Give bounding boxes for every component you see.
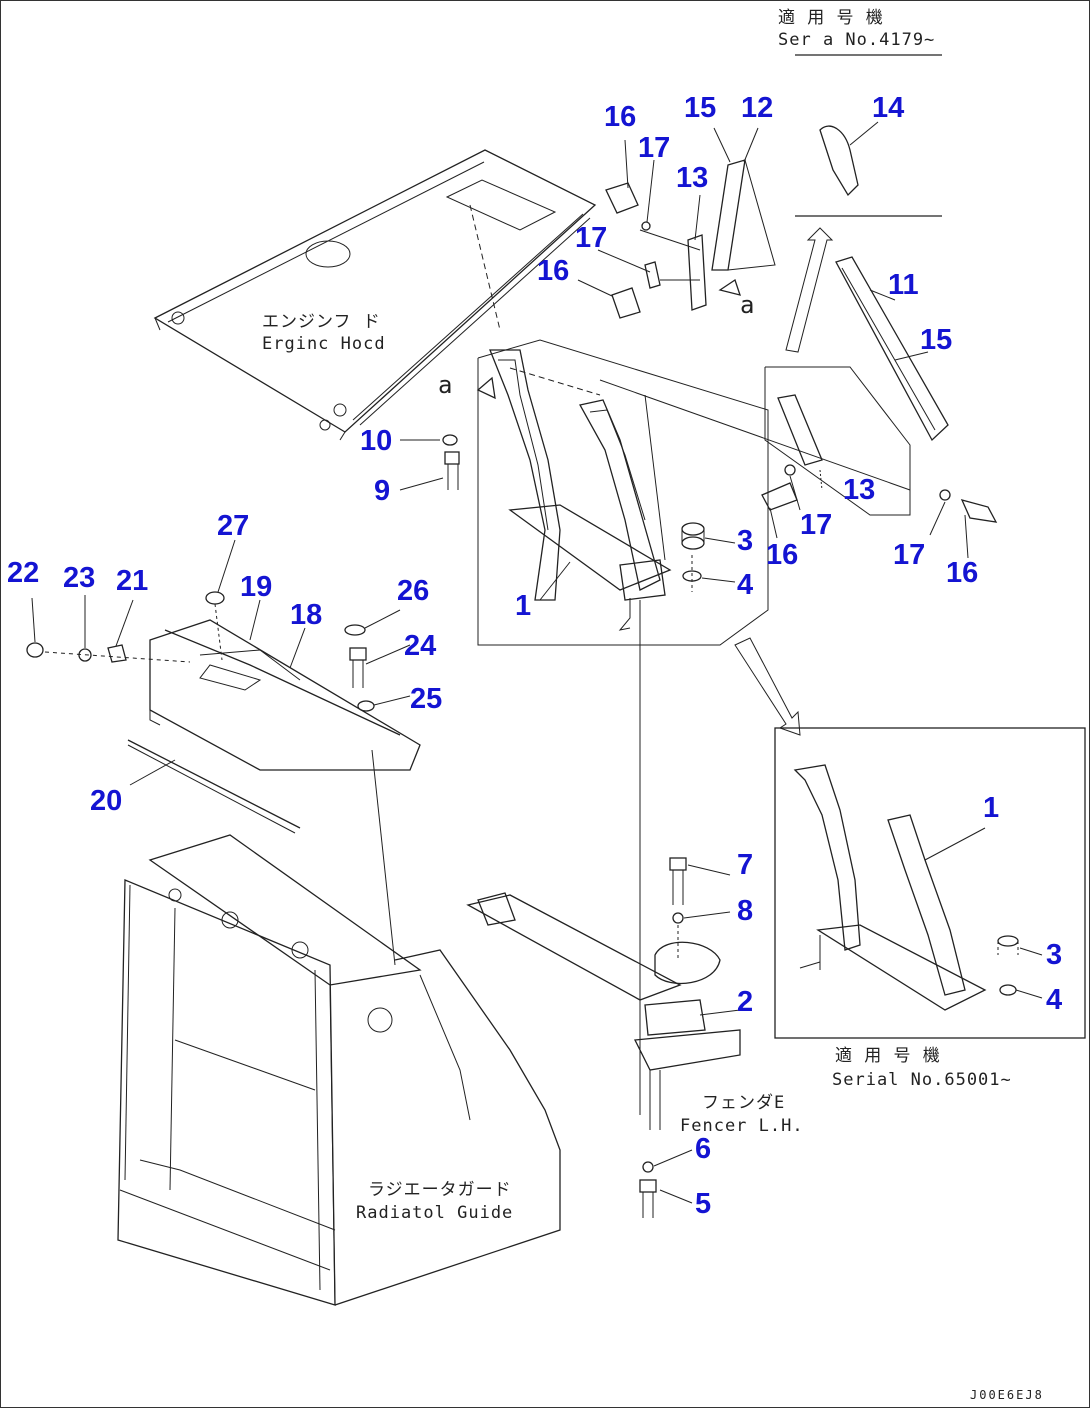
callout-15b: 15 (920, 324, 953, 356)
callout-3a: 3 (737, 525, 754, 557)
callout-27: 27 (217, 510, 250, 542)
callout-13a: 13 (676, 162, 709, 194)
radiator-cover (127, 619, 421, 834)
callout-16d: 16 (946, 557, 979, 589)
callout-4a: 4 (737, 569, 754, 601)
callout-24: 24 (404, 630, 437, 662)
callout-4b: 4 (1046, 984, 1063, 1016)
callout-17a: 17 (638, 132, 671, 164)
callout-16b: 16 (537, 255, 570, 287)
callout-23: 23 (63, 562, 96, 594)
callout-3b: 3 (1046, 939, 1063, 971)
serial-note-bottom-en: Serial No.65001~ (832, 1070, 1012, 1090)
callout-18: 18 (290, 599, 323, 631)
leader-lines (31, 121, 1043, 1204)
callout-5: 5 (695, 1188, 712, 1220)
callout-25: 25 (410, 683, 443, 715)
bracket-assembly-inset (793, 764, 987, 1011)
callout-16c: 16 (766, 539, 799, 571)
radiator-guard (117, 834, 561, 1306)
serial-note-bottom-jp: 適 用 号 機 (835, 1046, 941, 1066)
callout-17d: 17 (893, 539, 926, 571)
callout-16a: 16 (604, 101, 637, 133)
callout-20: 20 (90, 785, 123, 817)
fender-label-jp: フェンダE (702, 1093, 786, 1113)
callout-10: 10 (360, 425, 393, 457)
callout-2: 2 (737, 986, 754, 1018)
fender-label-en: Fencer L.H. (680, 1116, 804, 1136)
callout-22: 22 (7, 557, 40, 589)
callout-17c: 17 (800, 509, 833, 541)
document-id: J00E6EJ8 (970, 1388, 1044, 1402)
radiator-guard-label-en: Radiatol Guide (356, 1203, 514, 1223)
engine-hood (153, 149, 597, 441)
radiator-guard-label-jp: ラジエータガード (368, 1180, 512, 1200)
engine-hood-label-jp: エンジンフ ド (262, 312, 381, 332)
callout-1b: 1 (983, 792, 1000, 824)
bracket-assembly-main (489, 349, 672, 1115)
callout-7: 7 (737, 849, 754, 881)
callout-15a: 15 (684, 92, 717, 124)
callout-6: 6 (695, 1133, 712, 1165)
callout-26: 26 (397, 575, 430, 607)
callout-19: 19 (240, 571, 273, 603)
callout-9: 9 (374, 475, 391, 507)
callout-21: 21 (116, 565, 149, 597)
engine-hood-label-en: Erginc Hocd (262, 334, 386, 354)
callout-12: 12 (741, 92, 774, 124)
ref-a-right: a (740, 291, 756, 319)
serial-note-top-jp: 適 用 号 機 (778, 8, 884, 28)
callout-14: 14 (872, 92, 905, 124)
ref-a-left: a (438, 371, 454, 399)
callout-17b: 17 (575, 222, 608, 254)
serial-note-top-en: Ser a No.4179~ (778, 30, 936, 50)
callout-13b: 13 (843, 474, 876, 506)
callout-8: 8 (737, 895, 754, 927)
callout-1a: 1 (515, 590, 532, 622)
callout-11: 11 (888, 269, 919, 301)
